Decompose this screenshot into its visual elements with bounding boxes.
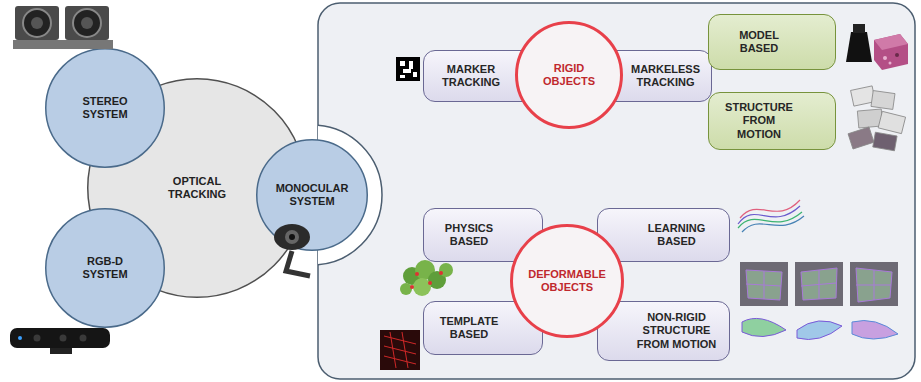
nonrigid-images: [740, 262, 898, 340]
submethod-box: STRUCTURE FROM MOTION: [708, 92, 836, 150]
node-label: MODEL BASED: [720, 29, 799, 55]
node-label: RGB-D SYSTEM: [65, 255, 145, 281]
template-illustration: [380, 330, 420, 370]
node-label: PHYSICS BASED: [433, 222, 506, 248]
node-label: TEMPLATE BASED: [433, 315, 506, 341]
node-label: STEREO SYSTEM: [65, 95, 145, 121]
node-label: OPTICAL TRACKING: [157, 175, 237, 201]
physics-illustration: [400, 260, 453, 296]
model-objects: [846, 24, 908, 70]
sfm-images: [848, 86, 906, 151]
submethod-box: MODEL BASED: [708, 14, 836, 70]
node-label: STRUCTURE FROM MOTION: [720, 101, 799, 141]
method-box: NON-RIGID STRUCTURE FROM MOTION: [597, 301, 730, 361]
right-panel: [318, 3, 915, 379]
node-label: MARKER TRACKING: [433, 63, 510, 89]
node-label: DEFORMABLE OBJECTS: [521, 268, 613, 294]
node-label: LEARNING BASED: [631, 222, 723, 248]
panel-notch: [318, 125, 382, 265]
system-circle: STEREO SYSTEM: [45, 48, 165, 168]
marker-icon: [396, 57, 420, 81]
node-label: NON-RIGID STRUCTURE FROM MOTION: [631, 311, 723, 351]
node-label: MARKELESS TRACKING: [631, 63, 701, 89]
object-class-circle: DEFORMABLE OBJECTS: [510, 224, 624, 338]
node-label: MONOCULAR SYSTEM: [270, 182, 354, 208]
system-circle: RGB-D SYSTEM: [45, 208, 165, 328]
node-label: RIGID OBJECTS: [527, 62, 611, 88]
learning-illustration: [738, 200, 804, 232]
object-class-circle: RIGID OBJECTS: [515, 21, 623, 129]
system-circle: MONOCULAR SYSTEM: [256, 139, 368, 251]
